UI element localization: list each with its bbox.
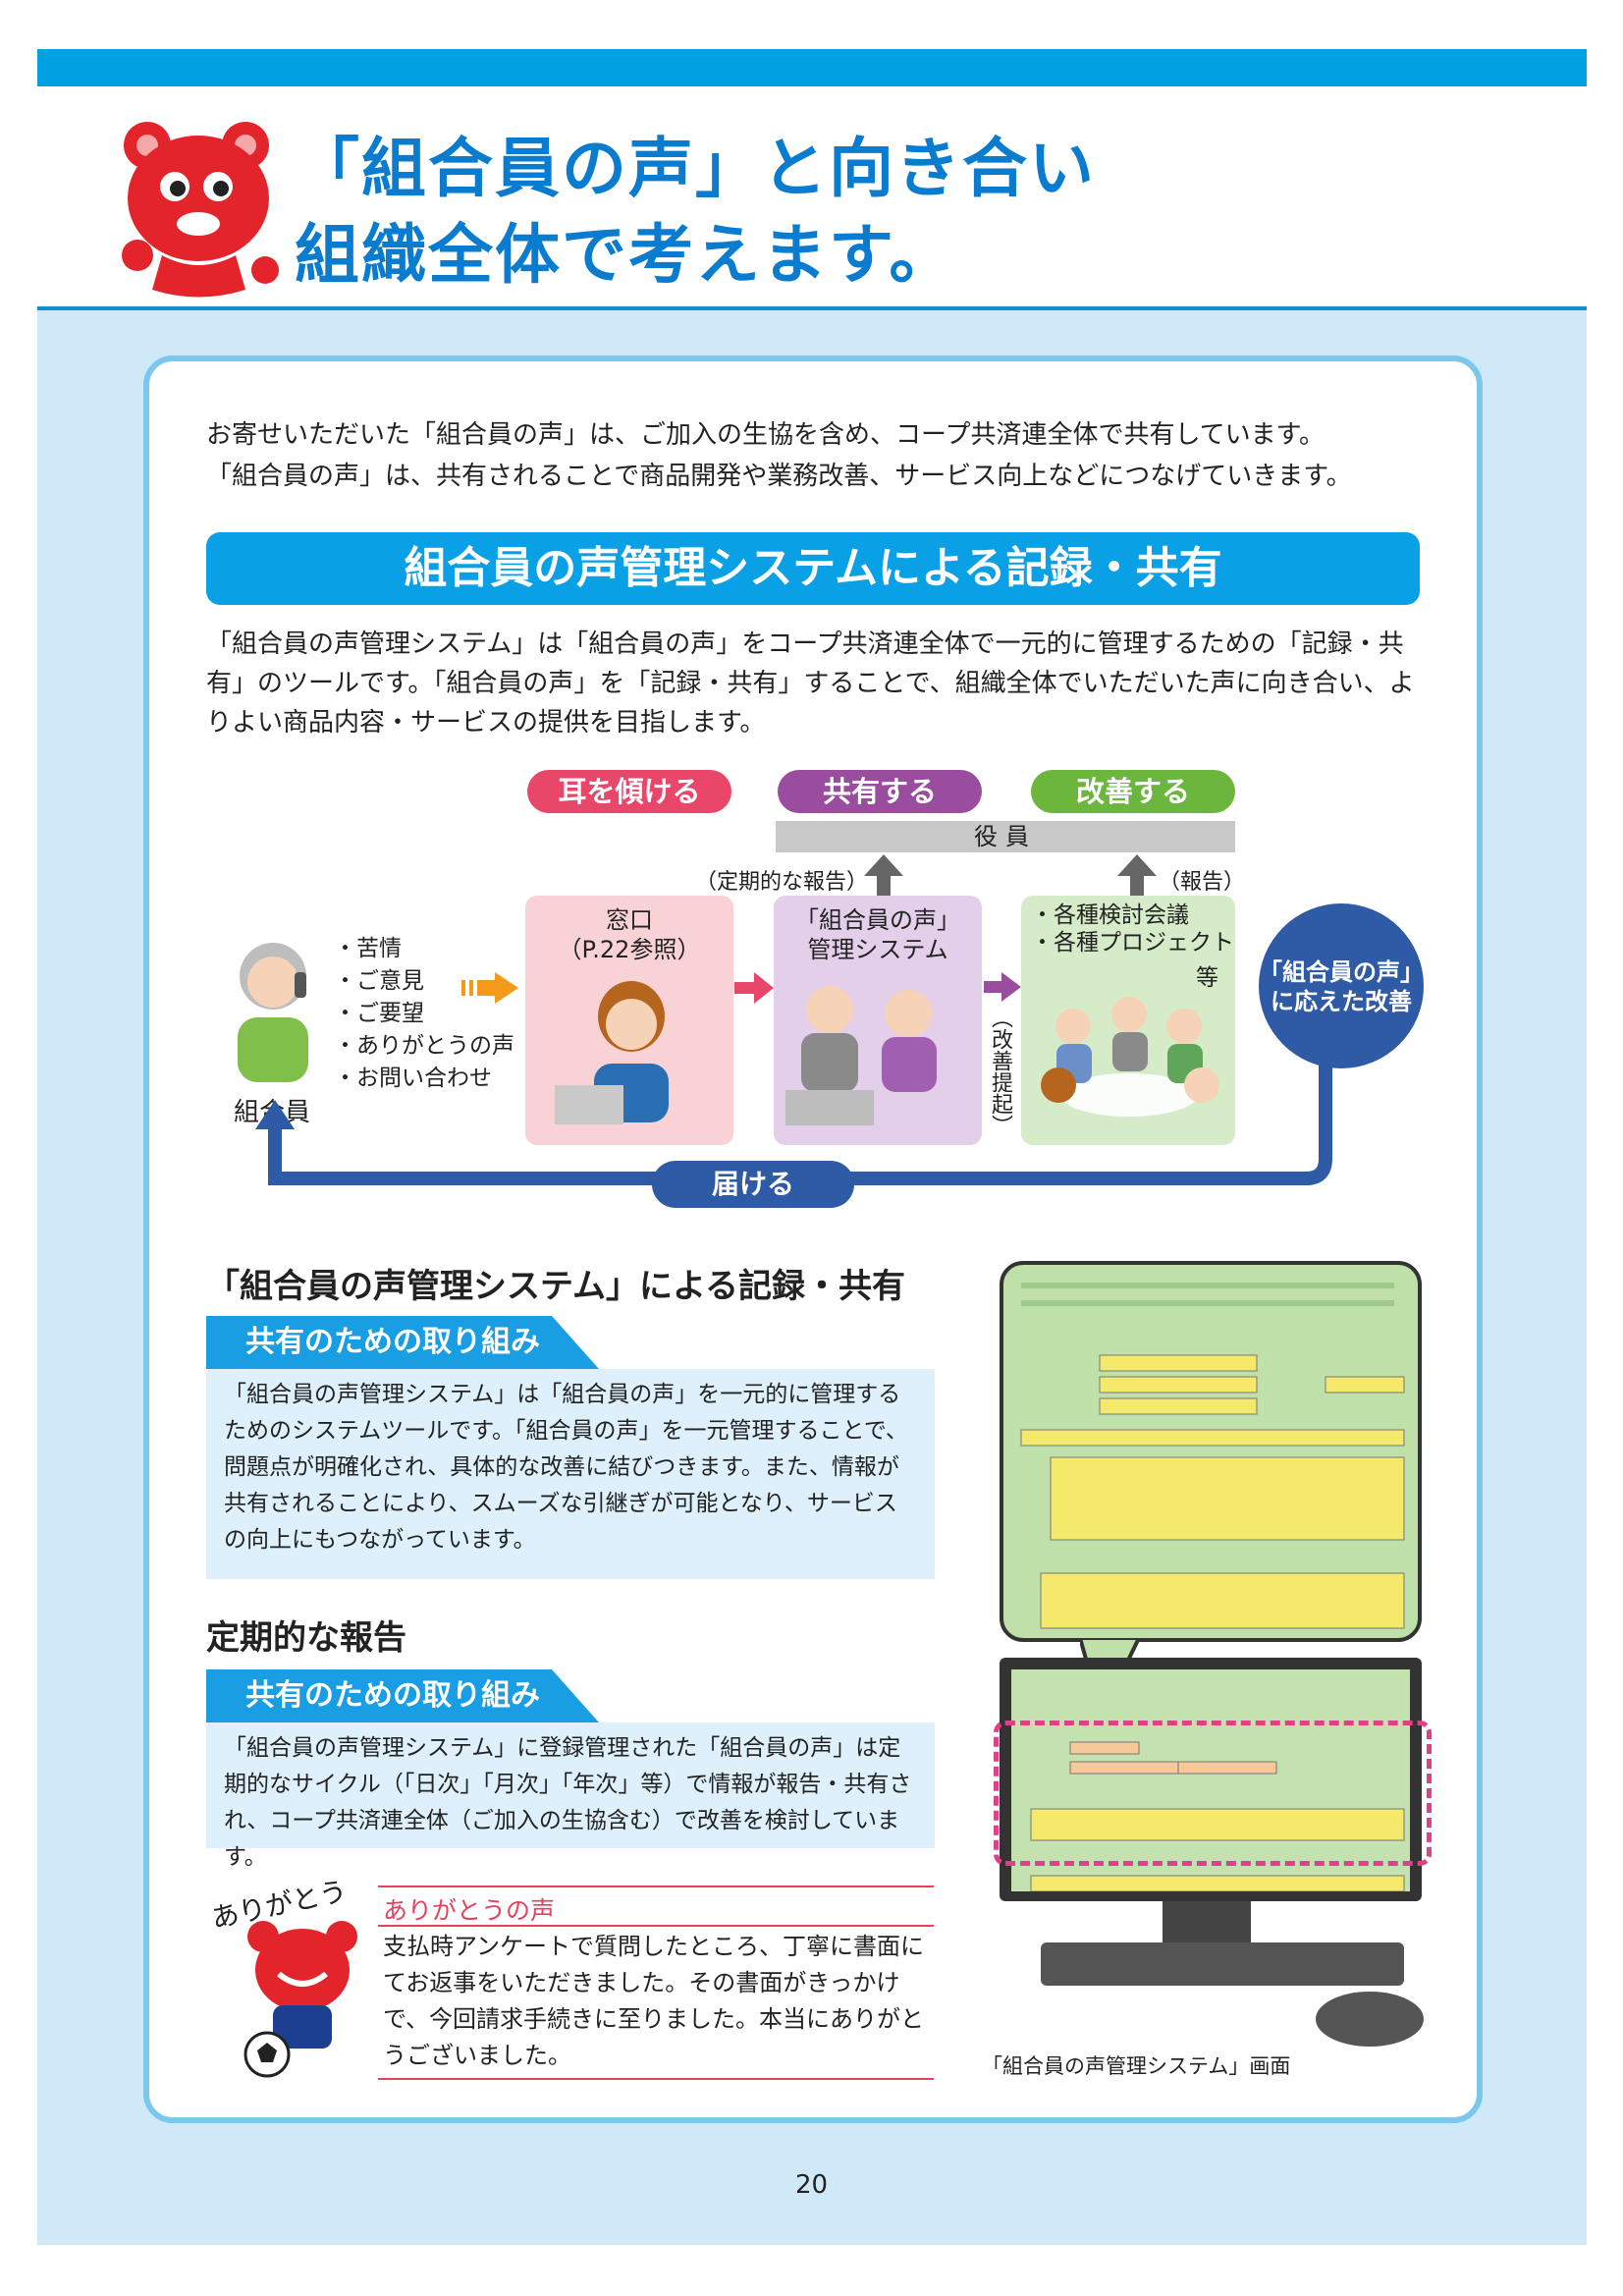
list-item: ・各種プロジェクト (1031, 930, 1234, 956)
section1-heading: 「組合員の声管理システム」による記録・共有 (206, 1267, 905, 1306)
pill-improve: 改善する (1031, 770, 1235, 813)
system-line-2: 管理システム (807, 936, 948, 963)
section-banner: 組合員の声管理システムによる記録・共有 (206, 532, 1420, 605)
up-arrow-icon (1117, 854, 1157, 900)
thanks-text: 支払時アンケートで質問したところ、丁寧に書面にてお返事をいただきました。その書面… (383, 1933, 925, 2069)
section2-heading: 定期的な報告 (206, 1618, 406, 1658)
deliver-pill: 届ける (652, 1161, 854, 1208)
contact-window-label: 窓口 （P.22参照） (525, 905, 733, 964)
pink-arrow-icon (734, 972, 774, 1004)
thanks-top-rule (378, 1886, 934, 1887)
improvement-circle (1259, 903, 1424, 1068)
window-title: 窓口 (606, 906, 653, 934)
etc-label: 等 (1196, 965, 1218, 991)
officers-bar: 役員 (776, 821, 1235, 852)
mouse-icon (1316, 1992, 1424, 2047)
monitor-form-graphic (1030, 1741, 1405, 1891)
orange-arrow-icon (461, 972, 518, 1004)
system-description: 「組合員の声管理システム」は「組合員の声」をコープ共済連全体で一元的に管理するた… (206, 629, 1415, 738)
meeting-group-icon (1041, 997, 1219, 1117)
page-title-line1: 「組合員の声」と向き合い (295, 131, 1096, 206)
screen-form-graphic (1020, 1283, 1405, 1629)
monitor-screen (1011, 1669, 1410, 1891)
pill-share: 共有する (778, 770, 982, 813)
top-accent-bar (37, 49, 1587, 86)
improvement-circle-label: 「組合員の声」 に応えた改善 (1259, 957, 1424, 1016)
list-item: ・ありがとうの声 (334, 1033, 514, 1059)
up-arrow-icon (864, 854, 903, 900)
page-title-line2: 組織全体で考えます。 (295, 217, 956, 293)
section2-tab: 共有のための取り組み (206, 1669, 599, 1722)
operator-icon (555, 981, 669, 1124)
system-line-1: 「組合員の声」 (795, 906, 960, 934)
pill-listen: 耳を傾ける (527, 770, 731, 813)
improvement-line-1: 「組合員の声」 (1259, 958, 1424, 986)
improvement-line-2: に応えた改善 (1271, 988, 1412, 1015)
voice-type-list: ・苦情 ・ご意見 ・ご要望 ・ありがとうの声 ・お問い合わせ (334, 933, 514, 1095)
meetings-list: ・各種検討会議 ・各種プロジェクト (1031, 902, 1234, 957)
intro-text: お寄せいただいた「組合員の声」は、ご加入の生協を含め、コープ共済連全体で共有して… (206, 414, 1443, 497)
thanks-mid-rule (378, 1925, 934, 1927)
report-label: （報告） (1159, 870, 1246, 895)
window-ref: （P.22参照） (558, 936, 701, 963)
bear-soccer-mascot-icon (243, 1921, 357, 2078)
list-item: ・お問い合わせ (334, 1066, 492, 1091)
intro-line-1: お寄せいただいた「組合員の声」は、ご加入の生協を含め、コープ共済連全体で共有して… (206, 420, 1325, 450)
system-box-label: 「組合員の声」 管理システム (774, 905, 982, 964)
list-item: ・ご意見 (334, 968, 424, 994)
section2-text: 「組合員の声管理システム」に登録管理された「組合員の声」は定期的なサイクル（「日… (206, 1722, 935, 1870)
section1-tab: 共有のための取り組み (206, 1316, 599, 1369)
periodic-report-label: （定期的な報告） (695, 870, 869, 895)
title-divider (37, 306, 1587, 310)
improvement-proposal-label: （改善提起） (988, 1007, 1012, 1136)
highlight-frame (994, 1721, 1432, 1866)
monitor-stand (1163, 1901, 1251, 1942)
member-person-icon (238, 943, 308, 1082)
section1-text: 「組合員の声管理システム」は「組合員の声」を一元的に管理するためのシステムツール… (206, 1369, 935, 1579)
purple-arrow-icon (984, 972, 1021, 1002)
screen-caption: 「組合員の声管理システム」画面 (982, 2054, 1291, 2078)
list-item: ・各種検討会議 (1031, 902, 1189, 928)
staff-at-computer-icon (785, 986, 937, 1125)
bear-mascot-icon (122, 122, 279, 298)
intro-line-2: 「組合員の声」は、共有されることで商品開発や業務改善、サービス向上などにつなげて… (206, 462, 1352, 491)
page-number: 20 (794, 2170, 829, 2200)
deliver-flow-arrow (255, 1061, 1332, 1185)
thanks-bottom-rule (378, 2078, 934, 2080)
thanks-title: ありがとうの声 (383, 1896, 556, 1925)
list-item: ・苦情 (334, 936, 402, 961)
list-item: ・ご要望 (334, 1001, 424, 1026)
keyboard-icon (1041, 1942, 1404, 1986)
